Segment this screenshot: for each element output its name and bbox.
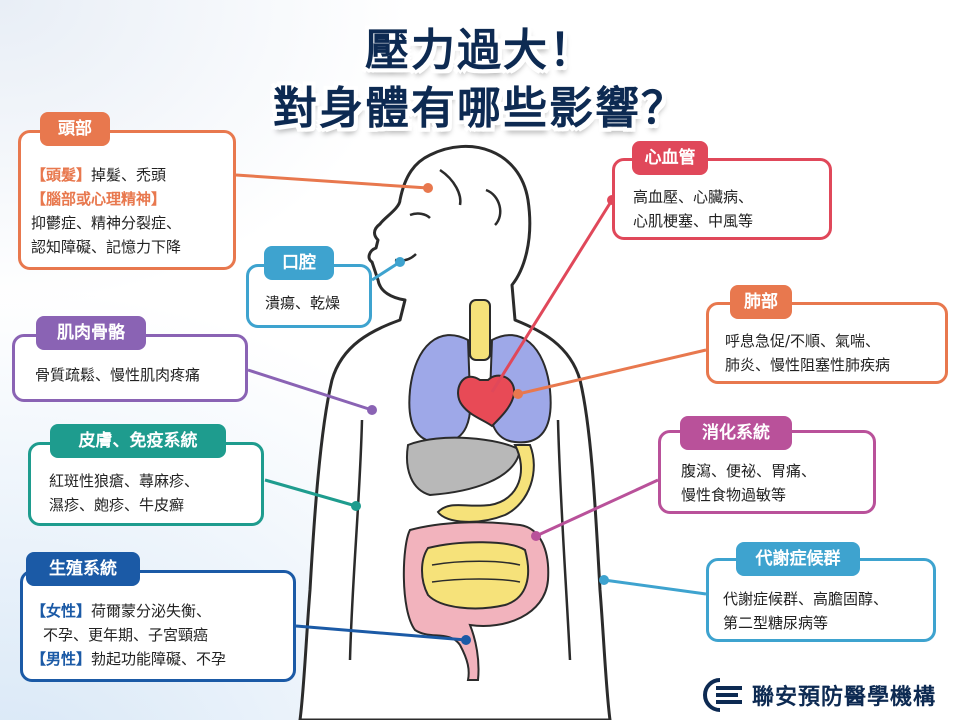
text-male: 勃起功能障礙、不孕 — [91, 650, 227, 668]
label-male: 【男性】 — [31, 650, 92, 668]
text-skin-1: 紅斑性狼瘡、蕁麻疹、 — [49, 472, 200, 490]
text-heart-1: 高血壓、心臟病、 — [633, 188, 754, 206]
text-lung-1: 呼息急促/不順、氣喘、 — [725, 332, 881, 350]
connector-repro — [295, 624, 467, 642]
box-head: 【頭髮】掉髮、禿頭 【腦部或心理精神】 抑鬱症、精神分裂症、 認知障礙、記憶力下… — [18, 130, 236, 270]
connector-head — [235, 173, 429, 190]
tag-head: 頭部 — [40, 112, 110, 146]
text-metab-2: 第二型糖尿病等 — [723, 614, 829, 632]
text-muscle: 骨質疏鬆、慢性肌肉疼痛 — [35, 366, 201, 384]
liver — [406, 436, 522, 497]
label-female: 【女性】 — [31, 602, 92, 620]
left-lung — [408, 334, 472, 444]
tag-metab: 代謝症候群 — [736, 542, 860, 576]
connector-heart — [490, 199, 614, 393]
title-line-1: 壓力過大！ — [365, 25, 595, 76]
connector-metab — [603, 578, 707, 596]
label-brain: 【腦部或心理精神】 — [31, 190, 167, 208]
logo: 聯安預防醫學機構 — [702, 678, 936, 712]
text-heart-2: 心肌梗塞、中風等 — [633, 212, 754, 230]
label-hair: 【頭髮】 — [31, 166, 92, 184]
text-female-2: 不孕、更年期、子宮頸癌 — [43, 626, 209, 644]
tag-skin: 皮膚、免疫系統 — [50, 424, 226, 458]
connector-lung — [517, 348, 707, 396]
tag-repro: 生殖系統 — [26, 552, 140, 586]
text-mouth: 潰瘍、乾燥 — [265, 294, 341, 312]
text-brain-1: 抑鬱症、精神分裂症、 — [31, 214, 182, 232]
ear-line — [485, 188, 502, 226]
logo-icon — [703, 678, 742, 712]
tag-lung: 肺部 — [730, 285, 792, 319]
connector-muscle — [247, 368, 373, 412]
title-line-2: 對身體有哪些影響？ — [273, 83, 687, 134]
tag-heart: 心血管 — [632, 141, 708, 175]
text-female-1: 荷爾蒙分泌失衡、 — [91, 602, 212, 620]
text-hair: 掉髮、禿頭 — [91, 166, 167, 184]
stomach — [436, 444, 535, 523]
text-digest-1: 腹瀉、便祕、胃痛、 — [681, 462, 817, 480]
text-digest-2: 慢性食物過敏等 — [681, 486, 787, 504]
connector-digest — [535, 478, 659, 538]
box-repro: 【女性】荷爾蒙分泌失衡、 不孕、更年期、子宮頸癌 【男性】勃起功能障礙、不孕 — [20, 570, 296, 682]
eyebrow — [409, 212, 431, 219]
tag-muscle: 肌肉骨骼 — [36, 316, 146, 350]
text-skin-2: 濕疹、皰疹、牛皮癬 — [49, 496, 185, 514]
tag-mouth: 口腔 — [264, 246, 334, 280]
connector-skin — [264, 478, 357, 508]
text-lung-2: 肺炎、慢性阻塞性肺疾病 — [725, 356, 891, 374]
text-metab-1: 代謝症候群、高膽固醇、 — [723, 590, 889, 608]
connector-mouth — [371, 260, 401, 282]
logo-text: 聯安預防醫學機構 — [751, 685, 936, 710]
hair-line — [439, 168, 462, 206]
heart — [457, 374, 516, 428]
trachea — [469, 299, 491, 361]
small-intestine — [421, 541, 530, 610]
tag-digest: 消化系統 — [680, 416, 792, 450]
text-brain-2: 認知障礙、記憶力下降 — [31, 238, 182, 256]
